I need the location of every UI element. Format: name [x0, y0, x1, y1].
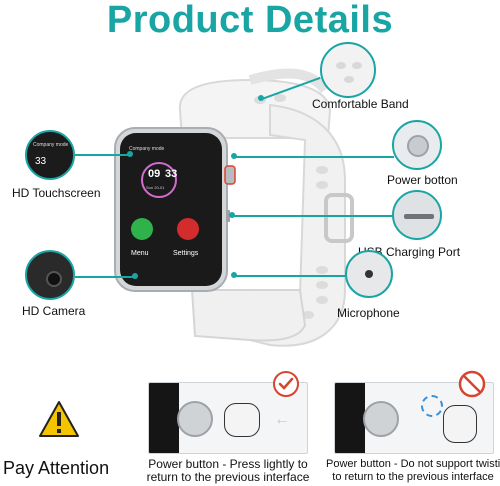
- hand-twist-icon: [443, 405, 477, 443]
- settings-label: Settings: [173, 250, 199, 257]
- band-hole-icon: [352, 62, 362, 69]
- settings-icon[interactable]: [177, 218, 199, 240]
- caption-right-line1: Power button - Do not support twisting: [326, 458, 500, 470]
- warning-icon: [39, 401, 79, 437]
- band-hole-icon: [336, 62, 346, 69]
- camera-lens-icon: [46, 271, 62, 287]
- usb-thumb: [392, 190, 442, 240]
- press-lightly-panel: ←: [148, 382, 308, 454]
- no-twist-caption: Power button - Do not support twisting t…: [326, 458, 500, 484]
- usb-dot: [229, 212, 235, 218]
- mic-hole-icon: [365, 270, 373, 278]
- finger-press-icon: [224, 403, 260, 437]
- watch-screen: Company mode 09 33 Sun 20-01 Menu Settin…: [125, 140, 217, 276]
- crown-icon: [407, 135, 429, 157]
- watch-side-edge: [335, 383, 365, 453]
- caption-left-line2: return to the previous interface: [146, 470, 310, 484]
- camera-label: HD Camera: [22, 304, 86, 318]
- clock-date: Sun 20-01: [146, 185, 165, 190]
- crown-icon: [363, 401, 399, 437]
- band-dot: [258, 95, 264, 101]
- arrow-left-icon: ←: [274, 411, 290, 428]
- touchscreen-dot: [127, 151, 133, 157]
- camera-thumb: [25, 250, 75, 300]
- mic-label: Microphone: [337, 306, 400, 320]
- usb-port-icon: [404, 214, 434, 219]
- clock-ring: [141, 162, 177, 198]
- screen-header: Company mode: [129, 146, 165, 152]
- camera-dot: [132, 273, 138, 279]
- band-label: Comfortable Band: [312, 97, 409, 111]
- watch-side-edge: [149, 383, 179, 453]
- power-thumb: [392, 120, 442, 170]
- camera-line: [75, 276, 135, 278]
- power-line: [234, 156, 394, 158]
- touchscreen-thumb: Company mode 33: [25, 130, 75, 180]
- clock-minutes: 33: [165, 168, 178, 180]
- touch-thumb-text: Company mode: [33, 142, 69, 148]
- mic-line: [234, 275, 347, 277]
- caption-left-line1: Power button - Press lightly to: [148, 457, 308, 471]
- power-dot: [231, 153, 237, 159]
- band-hole-icon: [344, 76, 354, 83]
- rotate-icon: [421, 395, 443, 417]
- press-lightly-caption: Power button - Press lightly to return t…: [140, 458, 316, 484]
- touchscreen-line: [75, 154, 130, 156]
- pay-attention-label: Pay Attention: [3, 458, 110, 478]
- crown-icon: [177, 401, 213, 437]
- check-icon: [273, 371, 299, 397]
- menu-icon[interactable]: [131, 218, 153, 240]
- touch-thumb-num: 33: [35, 156, 47, 167]
- clock-hours: 09: [148, 168, 161, 180]
- touchscreen-label: HD Touchscreen: [12, 186, 101, 200]
- menu-label: Menu: [131, 250, 149, 257]
- caption-right-line2: to return to the previous interface: [332, 471, 494, 483]
- power-label: Power botton: [387, 173, 458, 187]
- mic-dot: [231, 272, 237, 278]
- forbidden-icon: [458, 370, 486, 398]
- page-title: Product Details: [106, 0, 394, 41]
- usb-line: [232, 215, 394, 217]
- band-thumb: [320, 42, 376, 98]
- mic-thumb: [345, 250, 393, 298]
